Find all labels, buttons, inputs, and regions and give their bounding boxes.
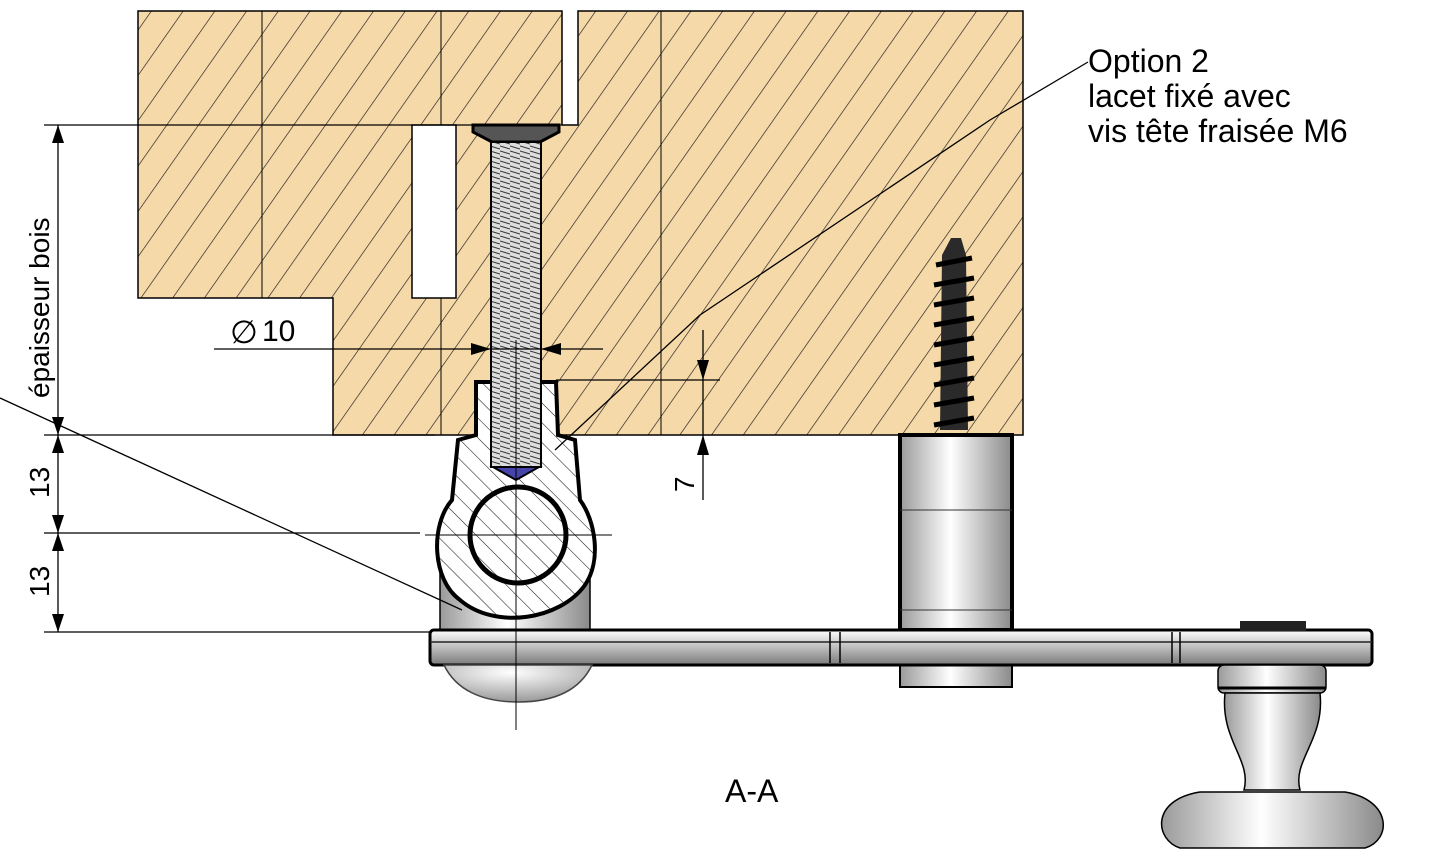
diameter-symbol: ∅ [230,314,258,350]
lower-13-label: 13 [24,566,55,597]
hinge-arm [428,621,1374,667]
center-lines [425,340,612,730]
dimension-arrows [52,125,709,632]
dome-nut [442,664,594,703]
hinge-knuckle [435,380,597,633]
diameter-value: 10 [262,315,295,348]
callout-line-1: Option 2 [1088,43,1209,79]
wood-section [137,10,1024,436]
wood-screw [933,238,975,430]
leader-lines [0,61,1089,611]
upper-13-label: 13 [24,467,55,498]
wood-thickness-label: épaisseur bois [24,217,55,398]
section-label: A-A [725,773,779,809]
callout-line-2: lacet fixé avec [1088,78,1291,114]
depth-7-label: 7 [669,476,700,492]
callout-line-3: vis tête fraisée M6 [1088,113,1348,149]
callout-text: Option 2 lacet fixé avec vis tête fraisé… [1088,43,1348,149]
knob [1160,664,1384,849]
